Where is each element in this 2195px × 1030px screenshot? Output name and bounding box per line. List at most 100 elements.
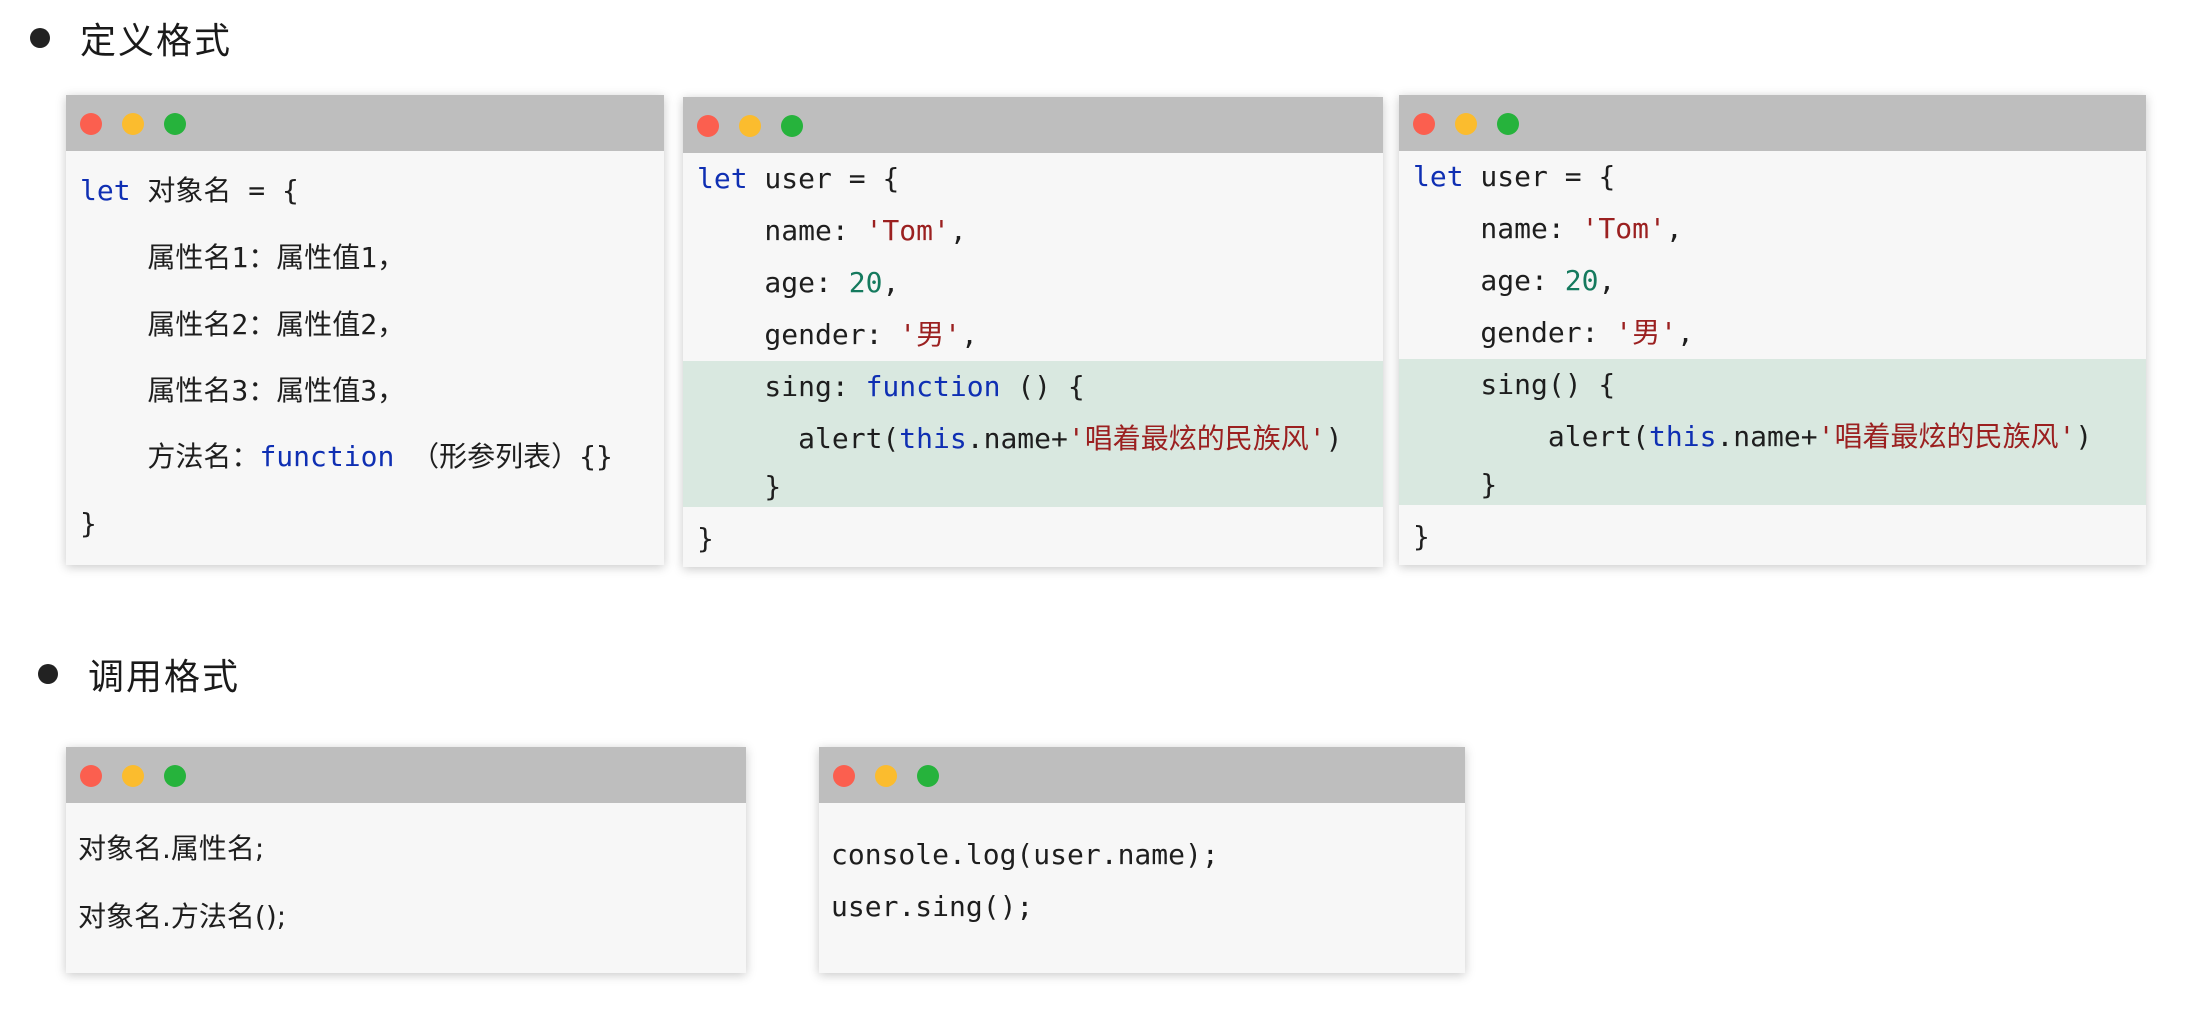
- code-text: alert(: [697, 422, 900, 455]
- window-titlebar: [1399, 95, 2146, 151]
- code-window-user-method: let user = { name: 'Tom', age: 20, gende…: [1399, 95, 2146, 565]
- code-text: sing() {: [1413, 368, 1616, 401]
- maximize-dot-icon[interactable]: [781, 115, 803, 137]
- keyword: function: [865, 370, 1001, 403]
- code-window-call-user: console.log(user.name); user.sing();: [819, 747, 1465, 973]
- window-titlebar: [66, 95, 664, 151]
- code-line: 对象名.属性名;: [78, 832, 265, 865]
- code-line: alert(this.name+'唱着最炫的民族风'): [697, 413, 1383, 465]
- code-text: user = {: [747, 162, 900, 195]
- section-define-heading: 定义格式: [30, 12, 232, 64]
- code-line: gender: '男',: [1413, 307, 2146, 359]
- section-title: 调用格式: [88, 657, 241, 698]
- code-line: let user = {: [1413, 151, 2146, 203]
- minimize-dot-icon[interactable]: [739, 115, 761, 137]
- keyword: function: [259, 440, 395, 473]
- code-line: gender: '男',: [697, 309, 1383, 361]
- close-dot-icon[interactable]: [697, 115, 719, 137]
- code-text: }: [1413, 468, 1498, 501]
- number-literal: 20: [1564, 264, 1599, 297]
- maximize-dot-icon[interactable]: [917, 765, 939, 787]
- maximize-dot-icon[interactable]: [1497, 113, 1519, 135]
- keyword: this: [1649, 420, 1717, 453]
- code-text: 方法名：: [80, 440, 260, 473]
- maximize-dot-icon[interactable]: [164, 765, 186, 787]
- code-line: sing() {: [1413, 359, 2146, 411]
- code-text: （形参列表）{}: [394, 440, 613, 473]
- code-text: ,: [949, 214, 967, 247]
- window-titlebar: [683, 97, 1383, 153]
- code-line: }: [697, 461, 1383, 513]
- code-text: ,: [1677, 316, 1694, 349]
- minimize-dot-icon[interactable]: [122, 113, 144, 135]
- minimize-dot-icon[interactable]: [875, 765, 897, 787]
- window-titlebar: [819, 747, 1465, 803]
- code-block: console.log(user.name); user.sing();: [819, 803, 1465, 973]
- code-text: ,: [882, 266, 900, 299]
- code-line: let user = {: [697, 153, 1383, 205]
- code-text: ,: [1598, 264, 1616, 297]
- minimize-dot-icon[interactable]: [1455, 113, 1477, 135]
- code-line: 属性名1：属性值1，: [80, 232, 664, 284]
- close-dot-icon[interactable]: [1413, 113, 1435, 135]
- maximize-dot-icon[interactable]: [164, 113, 186, 135]
- code-text: 属性名3：属性值3，: [80, 374, 406, 407]
- code-block: 对象名.属性名; 对象名.方法名();: [66, 803, 746, 973]
- keyword: let: [1413, 160, 1464, 193]
- code-line: 属性名3：属性值3，: [80, 365, 664, 417]
- string-literal: '男': [899, 318, 962, 351]
- keyword: let: [697, 162, 748, 195]
- code-text: name:: [1413, 212, 1582, 245]
- code-window-call-generic: 对象名.属性名; 对象名.方法名();: [66, 747, 746, 973]
- code-line: let 对象名 = {: [80, 165, 664, 217]
- section-call-heading: 调用格式: [38, 648, 240, 700]
- string-literal: 'Tom': [1581, 212, 1666, 245]
- string-literal: '唱着最炫的民族风': [1067, 422, 1326, 455]
- code-line: }: [1413, 511, 2146, 563]
- code-text: gender:: [697, 318, 900, 351]
- code-text: }: [1413, 520, 1430, 553]
- window-titlebar: [66, 747, 746, 803]
- code-text: user = {: [1463, 160, 1616, 193]
- code-text: sing:: [697, 370, 866, 403]
- code-block: let 对象名 = { 属性名1：属性值1， 属性名2：属性值2， 属性名3：属…: [66, 151, 664, 565]
- close-dot-icon[interactable]: [80, 113, 102, 135]
- bullet-icon: [30, 28, 50, 48]
- code-block: let user = { name: 'Tom', age: 20, gende…: [1399, 151, 2146, 565]
- keyword: this: [899, 422, 967, 455]
- code-line: 属性名2：属性值2，: [80, 299, 664, 351]
- code-text: .name+: [966, 422, 1068, 455]
- code-text: age:: [697, 266, 849, 299]
- keyword: let: [80, 174, 131, 207]
- code-line: name: 'Tom',: [1413, 203, 2146, 255]
- highlight-block: [1399, 359, 2146, 505]
- code-text: }: [697, 522, 714, 555]
- code-text: 对象名 = {: [130, 174, 299, 207]
- code-text: }: [80, 507, 97, 540]
- code-window-user-function: let user = { name: 'Tom', age: 20, gende…: [683, 97, 1383, 567]
- code-text: .name+: [1716, 420, 1818, 453]
- highlight-block: [683, 361, 1383, 507]
- close-dot-icon[interactable]: [80, 765, 102, 787]
- code-line: }: [697, 513, 1383, 565]
- code-line: console.log(user.name);: [831, 838, 1219, 871]
- code-text: name:: [697, 214, 866, 247]
- minimize-dot-icon[interactable]: [122, 765, 144, 787]
- code-text: }: [697, 470, 782, 503]
- code-line: alert(this.name+'唱着最炫的民族风'): [1413, 411, 2146, 463]
- code-line: 方法名：function （形参列表）{}: [80, 431, 664, 483]
- code-line: 对象名.方法名();: [78, 900, 287, 933]
- number-literal: 20: [848, 266, 883, 299]
- code-text: gender:: [1413, 316, 1616, 349]
- code-line: sing: function () {: [697, 361, 1383, 413]
- code-line: }: [80, 498, 664, 550]
- code-text: age:: [1413, 264, 1565, 297]
- close-dot-icon[interactable]: [833, 765, 855, 787]
- string-literal: 'Tom': [865, 214, 950, 247]
- code-text: 属性名1：属性值1，: [80, 241, 406, 274]
- code-line: age: 20,: [1413, 255, 2146, 307]
- string-literal: '男': [1615, 316, 1678, 349]
- code-text: ,: [961, 318, 978, 351]
- code-line: user.sing();: [831, 890, 1034, 923]
- bullet-icon: [38, 664, 58, 684]
